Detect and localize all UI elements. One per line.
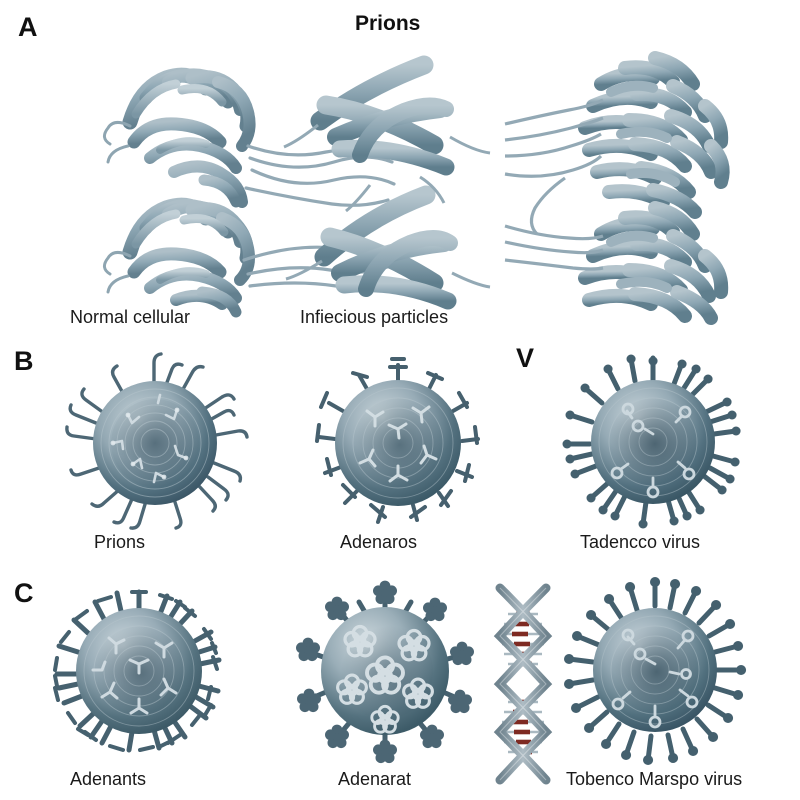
virion-club-spike-icon	[558, 352, 748, 537]
caption-infectious-particles: Infiecious particles	[300, 307, 449, 327]
caption-adenarat: Adenarat	[338, 769, 412, 789]
virion-thin-spike-icon	[62, 352, 249, 535]
caption-adenants: Adenants	[70, 769, 147, 789]
virion-mushroom-spike-icon	[42, 580, 237, 765]
panel-letter-b: B	[14, 346, 34, 376]
caption-tadencco-virus: Tadencco virus	[580, 532, 701, 552]
panel-letter-a: A	[18, 12, 38, 42]
virion-fiber-knob-icon	[305, 355, 490, 535]
virion-rosette-spike-icon	[288, 580, 483, 765]
prion-infectious-fibril-structure	[283, 45, 491, 310]
virion-long-club-spike-icon	[558, 577, 753, 766]
caption-adenaros: Adenaros	[340, 532, 418, 552]
caption-tobenco-marspo-virus: Tobenco Marspo virus	[566, 769, 743, 789]
dna-double-helix	[486, 583, 560, 785]
figure-title: Prions	[355, 12, 421, 35]
caption-prions: Prions	[94, 532, 146, 552]
panel-letter-c: C	[14, 578, 34, 608]
prion-normal-cellular-structure	[72, 38, 396, 318]
panel-letter-v: V	[516, 343, 535, 373]
prion-aggregate-structure	[504, 28, 795, 325]
caption-normal-cellular: Normal cellular	[70, 307, 191, 327]
